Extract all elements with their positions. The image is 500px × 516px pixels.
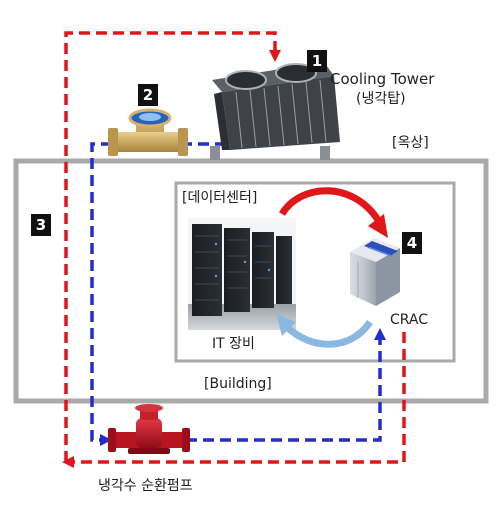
pump-icon [108, 404, 190, 454]
hot-water-arrow-left [62, 456, 74, 468]
cold-air-arrow [283, 319, 373, 348]
hot-air-arrow [279, 187, 381, 223]
datacenter-boundary [174, 181, 456, 363]
building-boundary [13, 158, 489, 404]
crac-unit-icon [350, 238, 400, 306]
hot-water-pipe [64, 31, 406, 464]
rooftop-label: [옥상] [392, 135, 429, 151]
datacenter-label: [데이터센터] [182, 190, 258, 206]
building-label: [Building] [204, 376, 272, 392]
cold-water-arrow-right [100, 434, 112, 446]
hot-water-arrow-down [269, 50, 281, 62]
badge-building: 3 [31, 214, 51, 236]
it-equipment-label: IT 장비 [212, 336, 255, 352]
badge-cooling-tower: 1 [307, 50, 327, 72]
pump-label: 냉각수 순환펌프 [98, 478, 193, 494]
badge-crac: 4 [402, 232, 422, 254]
cooling-tower-korean-label: (냉각탑) [356, 91, 406, 107]
cold-water-arrow-up [374, 328, 386, 340]
badge-water-meter: 2 [138, 84, 158, 106]
cooling-tower-icon [210, 62, 340, 160]
water-meter-icon [108, 108, 188, 156]
server-rack-icon [188, 218, 296, 330]
cold-air-arrowhead [276, 314, 296, 336]
cold-water-pipe [90, 142, 382, 442]
hot-air-arrowhead [368, 214, 388, 238]
cooling-tower-label: Cooling Tower [330, 70, 435, 88]
crac-label: CRAC [390, 312, 429, 328]
